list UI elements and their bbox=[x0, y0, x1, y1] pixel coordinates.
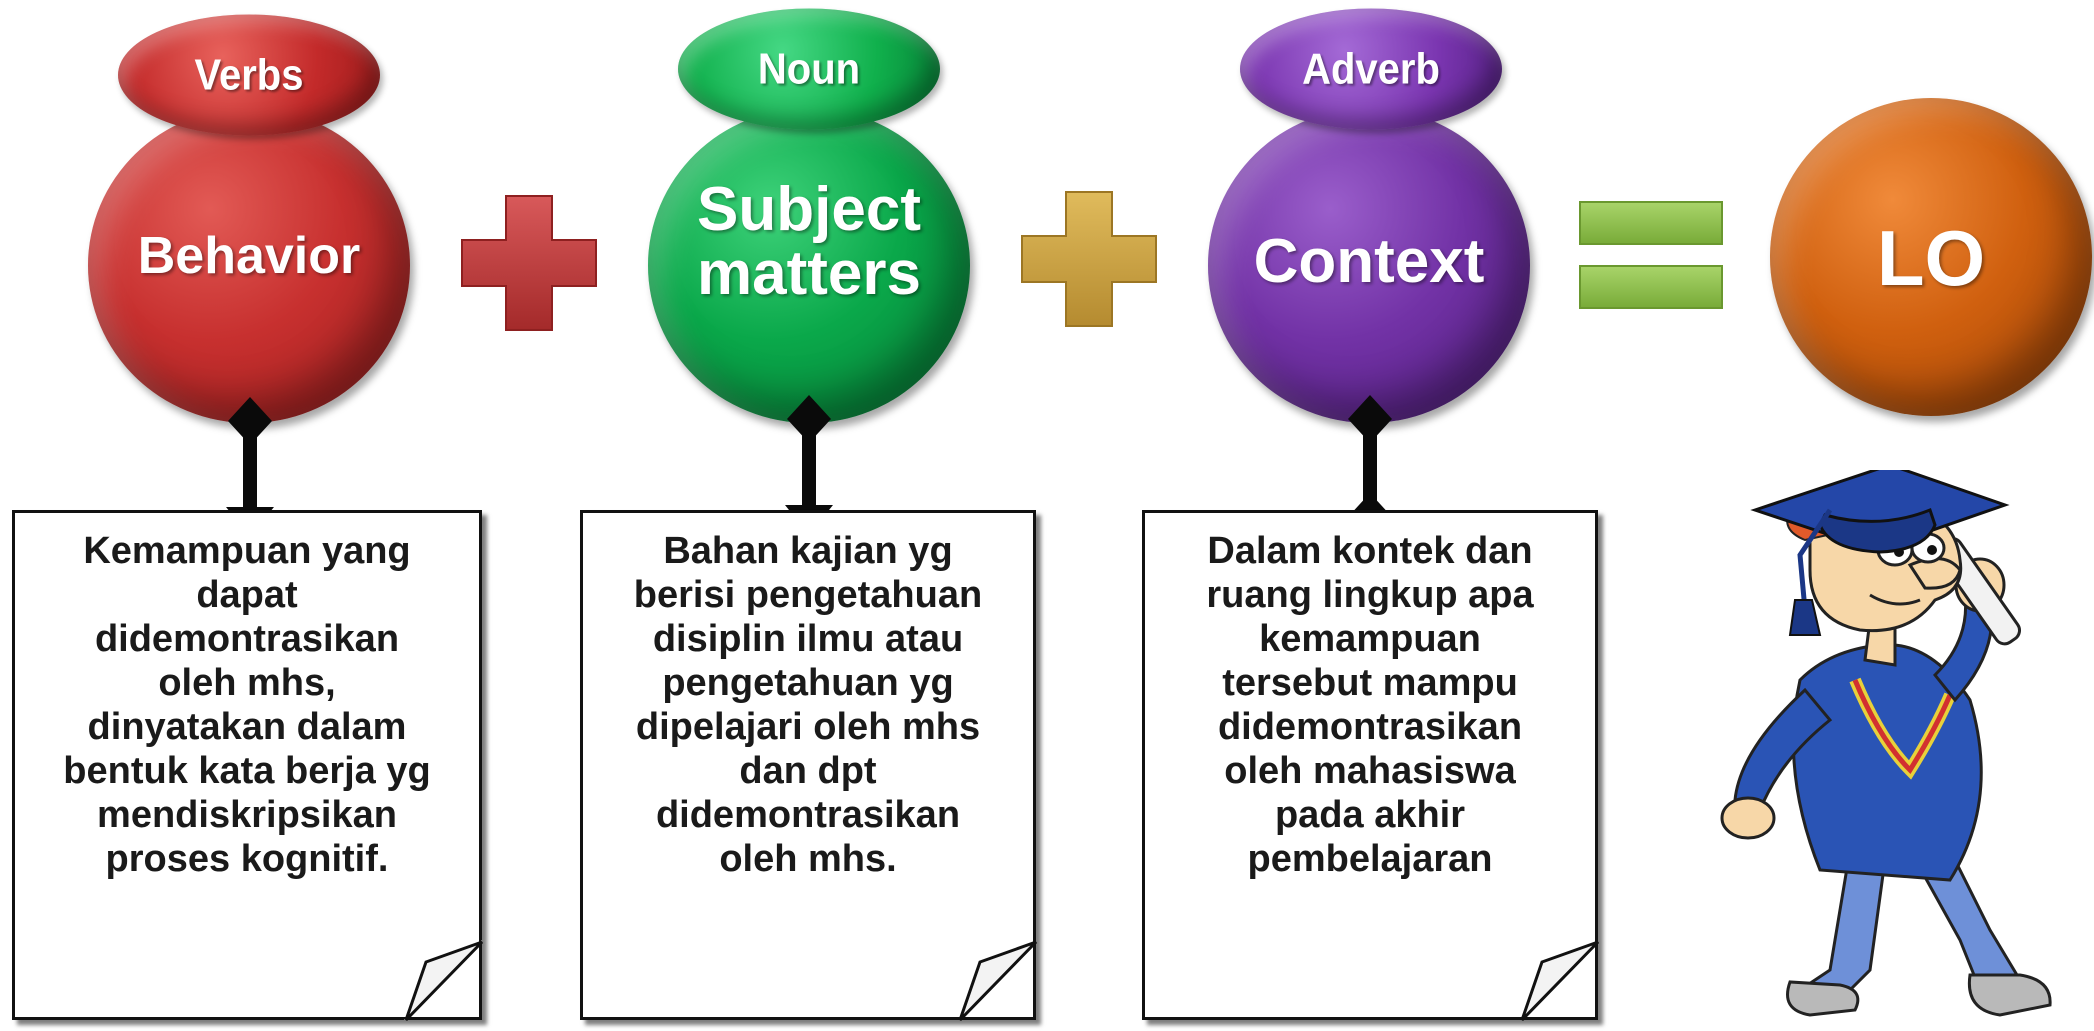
behavior-circle: Behavior bbox=[88, 108, 410, 423]
lo-label: LO bbox=[1876, 214, 1986, 302]
verbs-cap: Verbs bbox=[118, 14, 380, 136]
noun-cap: Noun bbox=[678, 8, 940, 130]
plus-operator-1 bbox=[461, 195, 597, 331]
adverb-cap: Adverb bbox=[1240, 8, 1502, 130]
note-fold-2 bbox=[958, 940, 1038, 1022]
plus-operator-2 bbox=[1021, 191, 1157, 327]
context-description: Dalam kontek dan ruang lingkup apa kemam… bbox=[1142, 510, 1598, 1020]
subject-matters-label: Subject matters bbox=[697, 175, 921, 308]
context-label: Context bbox=[1253, 227, 1485, 296]
subject-matters-circle: Subject matters bbox=[648, 108, 970, 423]
note-fold-3 bbox=[1520, 940, 1600, 1022]
subject-matters-description: Bahan kajian yg berisi pengetahuan disip… bbox=[580, 510, 1036, 1020]
behavior-label: Behavior bbox=[137, 227, 361, 285]
context-circle: Context bbox=[1208, 108, 1530, 423]
graduate-cartoon-illustration bbox=[1720, 470, 2052, 1017]
lo-circle: LO bbox=[1770, 98, 2092, 416]
behavior-description: Kemampuan yang dapat didemontrasikan ole… bbox=[12, 510, 482, 1020]
equals-operator bbox=[1579, 201, 1723, 309]
note-fold-1 bbox=[404, 940, 484, 1022]
